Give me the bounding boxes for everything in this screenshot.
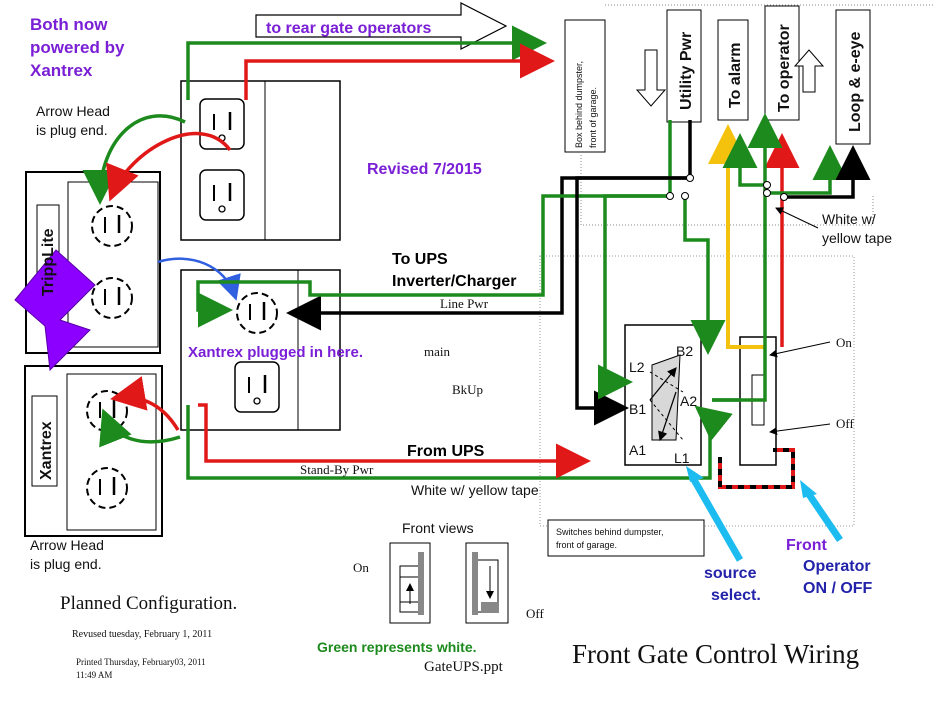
wire-green-b2 xyxy=(683,196,726,355)
box-behind-dumpster xyxy=(564,4,935,226)
to-operator-label: To operator xyxy=(776,24,793,112)
callout-arrow-source xyxy=(689,476,744,562)
switches-behind-label-2: front of garage. xyxy=(556,540,617,550)
line-pwr-label: Line Pwr xyxy=(440,296,489,311)
rear-gate-arrow xyxy=(255,2,508,50)
wire-green-standby xyxy=(186,405,733,480)
to-ups-label-2: Inverter/Charger xyxy=(392,273,517,290)
operator-label: Operator xyxy=(803,558,871,575)
revised-label: Revised 7/2015 xyxy=(367,161,482,178)
printed-date-label: Printed Thursday, February03, 2011 xyxy=(76,657,206,667)
wire-red-rear-gate xyxy=(244,43,555,100)
wire-red-arc-top xyxy=(106,131,232,202)
wire-blue-arc xyxy=(157,257,241,301)
to-alarm-label: To alarm xyxy=(727,43,744,109)
to-operator-box xyxy=(764,5,800,121)
note-both-powered-2: powered by xyxy=(30,38,125,57)
printed-time-label: 11:49 AM xyxy=(76,670,112,680)
loop-eeye-label: Loop & e-eye xyxy=(847,31,864,132)
junction-dots xyxy=(666,174,788,201)
source-select-label-2: select. xyxy=(711,587,761,604)
callout-arrow-operator xyxy=(803,488,843,542)
operator-label-2: ON / OFF xyxy=(803,580,873,597)
bkup-label: BkUp xyxy=(452,382,483,397)
front-view-on xyxy=(389,542,431,624)
wire-red-arc-xantrex xyxy=(110,376,180,431)
wire-green-arc-top xyxy=(82,114,186,205)
note-both-powered-3: Xantrex xyxy=(30,61,93,80)
rear-gate-label: to rear gate operators xyxy=(266,20,431,37)
wire-black-line-pwr xyxy=(286,176,690,331)
arrow-up-icon xyxy=(793,49,825,93)
utility-pwr-box xyxy=(666,9,702,123)
white-tape-right-label-2: yellow tape xyxy=(822,230,892,246)
switch-enclosure xyxy=(539,255,855,557)
terminal-l2: L2 xyxy=(629,359,645,375)
to-ups-label: To UPS xyxy=(392,251,448,268)
source-select-switch xyxy=(624,324,702,466)
diagram-title: Front Gate Control Wiring xyxy=(572,639,859,669)
note-both-powered: Both now xyxy=(30,15,108,34)
switch-off-label: Off xyxy=(836,416,854,431)
arrow-down-icon xyxy=(635,49,667,107)
front-view-on-label: On xyxy=(353,560,369,575)
loop-eeye-box xyxy=(835,9,871,145)
switches-behind-label: Switches behind dumpster, xyxy=(556,527,664,537)
terminal-a1: A1 xyxy=(629,442,646,458)
xantrex-box xyxy=(24,365,163,537)
xantrex-plugged-label: Xantrex plugged in here. xyxy=(188,344,363,361)
wall-outlet-top xyxy=(180,80,341,241)
tripplite-label: TrippLite xyxy=(40,228,57,296)
white-tape-right-label: White w/ xyxy=(822,211,876,227)
file-name-label: GateUPS.ppt xyxy=(424,659,504,675)
wire-green-rear-gate xyxy=(186,25,547,100)
callout-arrow-source-head xyxy=(686,466,704,482)
source-select-label: source xyxy=(704,565,757,582)
front-views-label: Front views xyxy=(402,520,474,536)
pointer-off xyxy=(769,423,831,436)
arrow-head-note-bottom-2: is plug end. xyxy=(30,556,102,572)
arrow-head-note-top: Arrow Head xyxy=(36,103,110,119)
from-ups-label: From UPS xyxy=(407,443,485,460)
revised-date-label: Revused tuesday, February 1, 2011 xyxy=(72,629,212,640)
switch-on-label: On xyxy=(836,335,852,350)
to-alarm-box xyxy=(717,19,749,121)
wire-redblack-dash xyxy=(718,448,795,489)
wire-yellow-alarm xyxy=(708,124,765,349)
planned-config-label: Planned Configuration. xyxy=(60,593,237,614)
box-behind-label: Box behind dumpster, xyxy=(574,61,584,148)
arrow-head-note-bottom: Arrow Head xyxy=(30,537,104,553)
wire-red-from-ups xyxy=(198,403,591,479)
arrow-head-note-top-2: is plug end. xyxy=(36,122,108,138)
terminal-b2: B2 xyxy=(676,343,693,359)
wire-green-arc-xantrex xyxy=(99,408,181,448)
front-view-off-label: Off xyxy=(526,606,544,621)
front-label: Front xyxy=(786,537,828,554)
purple-callout-arrow xyxy=(14,249,96,372)
terminal-l1: L1 xyxy=(674,450,690,466)
main-label: main xyxy=(424,344,450,359)
wire-green-loop xyxy=(767,145,848,195)
front-view-off xyxy=(465,542,509,624)
terminal-a2: A2 xyxy=(680,393,697,409)
pointer-on xyxy=(769,341,831,358)
terminal-b1: B1 xyxy=(629,401,646,417)
white-tape-bottom-label: White w/ yellow tape xyxy=(411,482,539,498)
xantrex-device-label: Xantrex xyxy=(38,421,55,480)
utility-pwr-label: Utility Pwr xyxy=(678,32,695,110)
standby-pwr-label: Stand-By Pwr xyxy=(300,462,374,477)
pointer-white-tape xyxy=(775,207,819,229)
wire-black-b1 xyxy=(575,120,692,426)
wire-green-l2 xyxy=(598,194,672,400)
wire-green-alarm-branch xyxy=(722,133,765,187)
box-behind-label-2: front of garage. xyxy=(588,87,598,148)
green-represents-label: Green represents white. xyxy=(317,639,477,655)
callout-arrow-operator-head xyxy=(800,480,817,498)
wire-black-loop xyxy=(784,145,871,199)
